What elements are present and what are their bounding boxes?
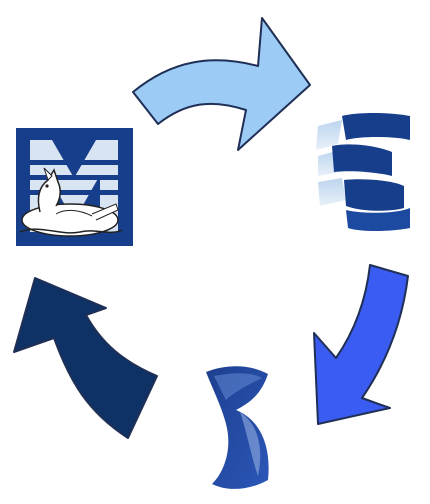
arrow-s-to-swoosh	[314, 265, 408, 424]
s-logo-icon	[316, 113, 410, 231]
arrow-m-to-s	[133, 18, 310, 150]
swoosh-logo-icon	[206, 366, 269, 489]
m-logo-icon	[16, 128, 133, 246]
arrow-swoosh-to-m	[14, 278, 157, 438]
